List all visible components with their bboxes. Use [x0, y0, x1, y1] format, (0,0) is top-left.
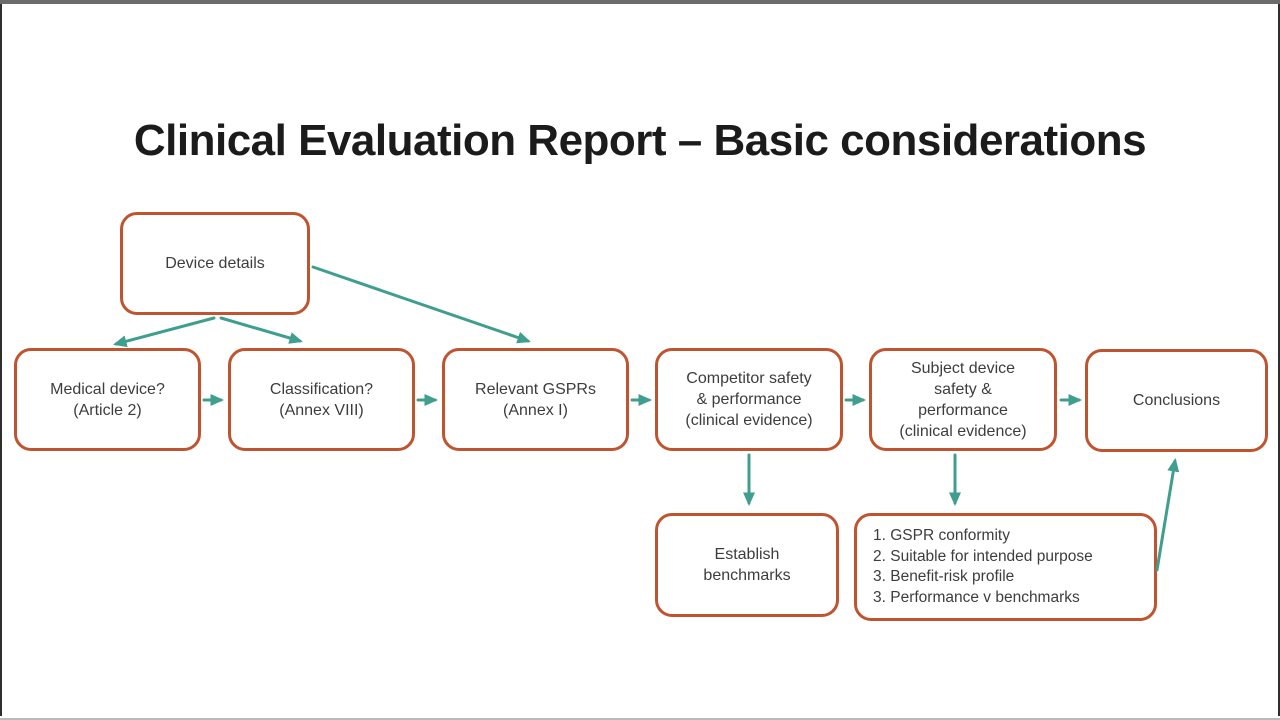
node-label: (Article 2)	[73, 401, 142, 419]
node-label: performance	[918, 401, 1008, 419]
arrow-device-details-to-relevant-gsprs	[311, 265, 531, 344]
frame-edge-left	[0, 4, 2, 716]
node-assessment-list: 1. GSPR conformity 2. Suitable for inten…	[854, 513, 1157, 621]
frame-edge-top	[0, 0, 1280, 4]
node-label: & performance	[696, 391, 802, 408]
node-label: benchmarks	[703, 567, 791, 584]
list-item: 3. Benefit-risk profile	[873, 568, 1015, 585]
node-device-details: Device details	[120, 212, 310, 315]
node-label: Medical device?	[50, 380, 165, 398]
list-item: 1. GSPR conformity	[873, 527, 1010, 544]
node-label: Conclusions	[1132, 392, 1221, 409]
node-label: safety &	[934, 380, 992, 398]
node-label: Competitor safety	[686, 370, 812, 387]
node-label: Subject device	[910, 359, 1016, 377]
arrow-device-details-to-medical-device	[113, 316, 216, 348]
node-label: Establish	[714, 546, 780, 563]
list-item: 3. Performance v benchmarks	[873, 588, 1080, 606]
slide-title: Clinical Evaluation Report – Basic consi…	[133, 116, 1147, 165]
node-label: (clinical evidence)	[685, 412, 813, 429]
arrow-device-details-to-classification	[219, 316, 303, 344]
node-establish-benchmarks: Establish benchmarks	[655, 513, 839, 617]
node-label: (Annex I)	[503, 401, 568, 419]
node-label: Classification?	[269, 380, 374, 398]
node-conclusions: Conclusions	[1085, 349, 1268, 452]
node-label: Relevant GSPRs	[475, 380, 596, 398]
list-item: 2. Suitable for intended purpose	[873, 547, 1093, 565]
node-classification: Classification? (Annex VIII)	[228, 348, 415, 451]
node-label: Device details	[165, 255, 265, 272]
node-subject-device-safety: Subject device safety & performance (cli…	[869, 348, 1057, 451]
frame-edge-bottom	[0, 718, 1280, 720]
frame-edge-right	[1278, 4, 1280, 716]
node-label: (Annex VIII)	[279, 401, 364, 419]
arrow-assessment-list-to-conclusions	[1155, 458, 1180, 572]
node-relevant-gsprs: Relevant GSPRs (Annex I)	[442, 348, 629, 451]
node-label: (clinical evidence)	[899, 422, 1027, 440]
node-medical-device: Medical device? (Article 2)	[14, 348, 201, 451]
node-competitor-safety: Competitor safety & performance (clinica…	[655, 348, 843, 451]
